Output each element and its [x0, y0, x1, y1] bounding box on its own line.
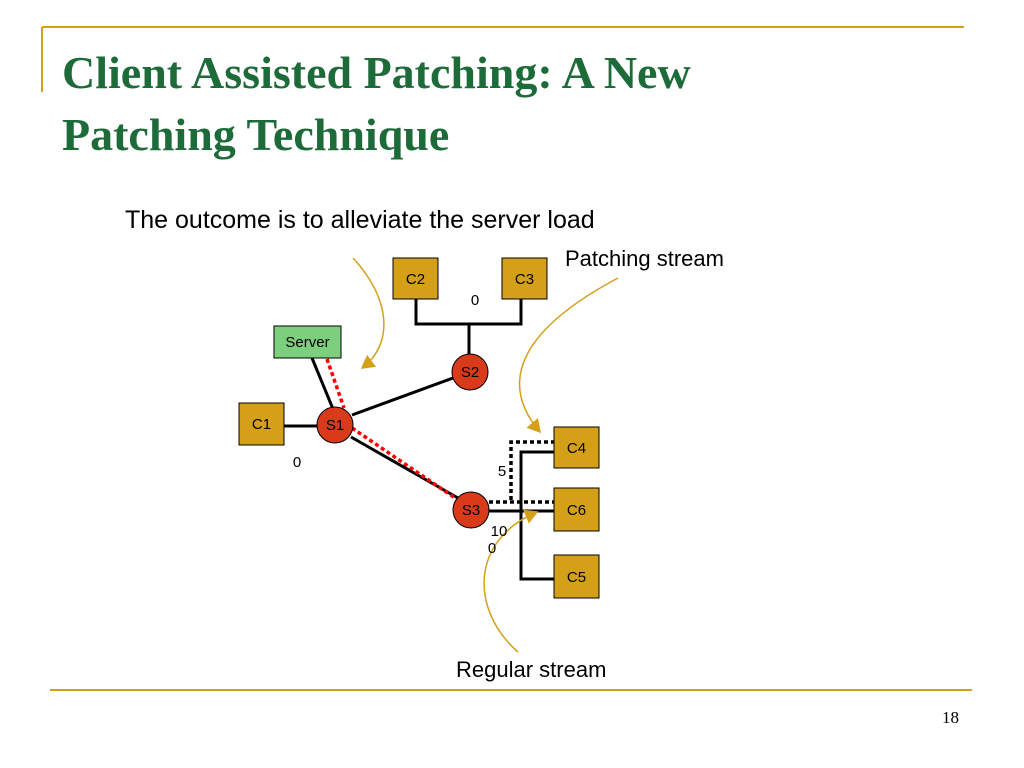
slide-title-line-1: Client Assisted Patching: A New [62, 47, 691, 98]
patch-s1-s3 [351, 426, 459, 502]
arrow-patching-stream [518, 277, 619, 434]
node-s3: S3 [452, 491, 490, 529]
node-server-label: Server [285, 334, 329, 351]
regular-links [284, 299, 554, 581]
callout-arrows [352, 257, 619, 653]
link-c2-c3-bus [414, 299, 523, 326]
slide-title: Client Assisted Patching: A New Patching… [62, 42, 962, 166]
arrow-subtitle-to-link [352, 257, 385, 369]
node-c6-box [553, 487, 600, 532]
link-s1-s2 [351, 376, 454, 417]
slide-subtitle: The outcome is to alleviate the server l… [125, 206, 595, 234]
node-c4: C4 [553, 426, 600, 469]
node-server-box [273, 325, 342, 359]
offset-label-c4: 5 [498, 463, 506, 480]
link-bus-c4-c5 [519, 450, 554, 581]
link-server-s1 [310, 357, 335, 410]
node-s1-circle [316, 406, 354, 444]
patch-server-s1 [325, 358, 346, 409]
node-c5: C5 [553, 554, 600, 599]
node-c1: C1 [238, 402, 285, 446]
node-c1-label: C1 [252, 416, 271, 433]
node-c2: C2 [392, 257, 439, 300]
node-c3: C3 [501, 257, 548, 300]
offset-label-c1: 0 [293, 454, 301, 471]
offset-label-c5: 0 [488, 540, 496, 557]
node-c1-box [238, 402, 285, 446]
node-c2-box [392, 257, 439, 300]
regular-stream-label: Regular stream [456, 657, 607, 682]
node-c5-box [553, 554, 600, 599]
node-s2-label: S2 [461, 364, 479, 381]
offset-label-c6: 10 [491, 523, 508, 540]
node-c6-label: C6 [567, 502, 586, 519]
node-server: Server [273, 325, 342, 359]
node-s1: S1 [316, 406, 354, 444]
node-s2: S2 [451, 353, 489, 391]
node-c5-label: C5 [567, 569, 586, 586]
node-c6: C6 [553, 487, 600, 532]
node-c4-label: C4 [567, 440, 586, 457]
node-c4-box [553, 426, 600, 469]
node-s2-circle [451, 353, 489, 391]
node-s1-label: S1 [326, 417, 344, 434]
offset-label-c2-c3: 0 [471, 292, 479, 309]
page-number: 18 [942, 708, 959, 727]
node-c3-box [501, 257, 548, 300]
patching-stream-links [489, 440, 554, 504]
patch-s3-c4 [509, 440, 554, 500]
node-s3-circle [452, 491, 490, 529]
arrow-regular-stream [483, 509, 539, 653]
slide-title-line-2: Patching Technique [62, 109, 450, 160]
node-c3-label: C3 [515, 271, 534, 288]
patching-stream-label: Patching stream [565, 246, 724, 271]
node-c2-label: C2 [406, 271, 425, 288]
node-s3-label: S3 [462, 502, 480, 519]
patching-links [325, 358, 459, 502]
